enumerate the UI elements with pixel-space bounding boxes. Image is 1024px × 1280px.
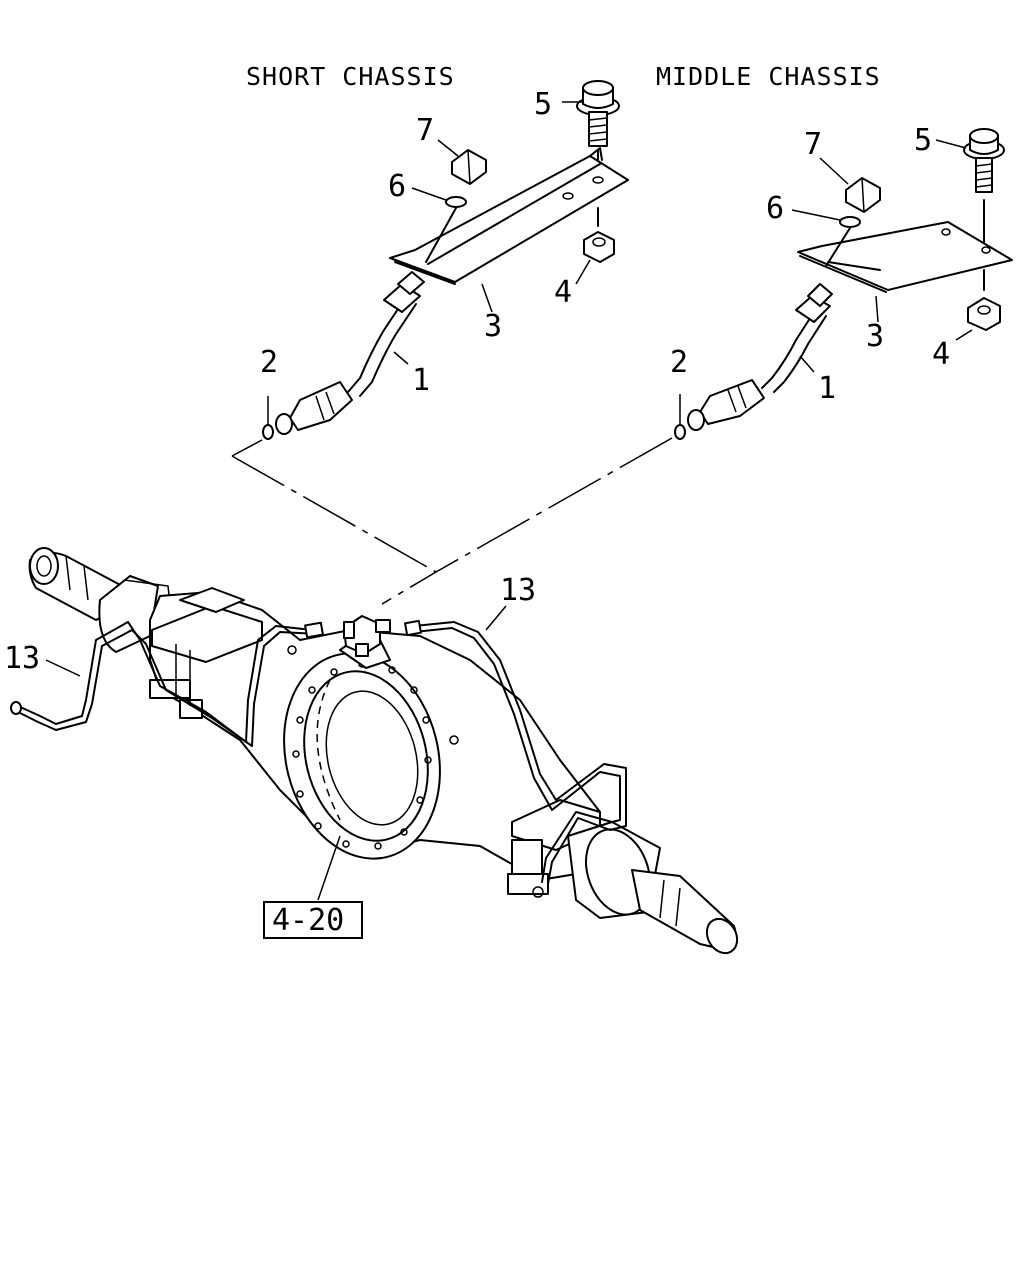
callout-5-right: 5 — [914, 123, 932, 158]
brake-hose-1-left — [275, 271, 425, 435]
washer-6-right — [839, 216, 861, 228]
callout-2-right: 2 — [670, 345, 688, 380]
callout-6-left: 6 — [388, 169, 406, 204]
bracket-3-left — [389, 147, 629, 285]
bolt-5-right — [963, 128, 1005, 193]
short-chassis-heading: SHORT CHASSIS — [246, 62, 455, 91]
bracket-3-right — [797, 221, 1013, 293]
brake-pipe-13-right — [404, 619, 627, 885]
callout-1-right: 1 — [818, 371, 836, 406]
callout-4-right: 4 — [932, 337, 950, 372]
reference-box[interactable] — [263, 901, 363, 939]
callout-5-left: 5 — [534, 87, 552, 122]
callout-1-left: 1 — [412, 363, 430, 398]
callout-2-left: 2 — [260, 345, 278, 380]
rear-axle-housing — [28, 547, 739, 955]
callout-13-left: 13 — [4, 641, 40, 676]
leader-lines — [45, 101, 973, 901]
middle-chassis-bracket-assembly — [674, 128, 1013, 440]
three-way-connector — [343, 615, 391, 657]
callout-7-left: 7 — [416, 113, 434, 148]
carrier-bolt-holes — [292, 660, 432, 850]
callout-3-right: 3 — [866, 319, 884, 354]
callout-7-right: 7 — [804, 127, 822, 162]
callout-6-right: 6 — [766, 191, 784, 226]
short-chassis-bracket-assembly — [262, 80, 629, 440]
brake-pipe-13-left — [10, 621, 324, 747]
nut-4-right — [967, 297, 1001, 331]
o-ring-2-right — [674, 424, 686, 440]
reference-box-label: 4-20 — [272, 903, 344, 938]
middle-chassis-heading: MIDDLE CHASSIS — [656, 62, 881, 91]
nut-7-left — [451, 149, 487, 185]
bolt-5-left — [576, 80, 620, 147]
callout-3-left: 3 — [484, 309, 502, 344]
nut-7-right — [845, 177, 881, 213]
assembly-centerlines — [231, 437, 673, 605]
nut-4-left — [583, 231, 615, 263]
o-ring-2-left — [262, 424, 274, 440]
callout-13-right: 13 — [500, 573, 536, 608]
stud-line-right — [825, 227, 851, 267]
brake-hose-1-right — [687, 283, 833, 431]
stud-line-left — [425, 207, 457, 263]
washer-6-left — [445, 196, 467, 208]
callout-4-left: 4 — [554, 275, 572, 310]
